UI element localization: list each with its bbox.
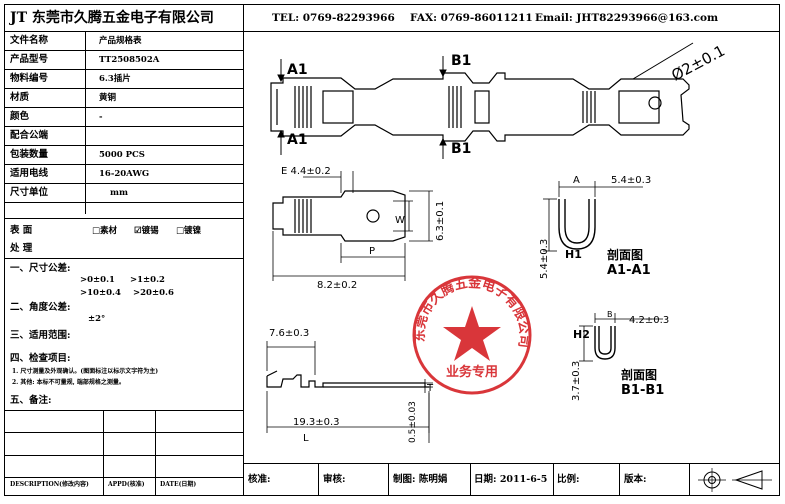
dimension-5-4-side: 5.4±0.3: [539, 239, 550, 279]
section-a1-profile: [558, 199, 596, 250]
dimension-7-6: 7.6±0.3: [269, 328, 309, 339]
company-stamp: 东莞市久腾五金电子有限公司 业务专用: [412, 275, 532, 395]
note-angle-tol: ±2°: [88, 314, 106, 324]
note-check-2: 2. 其他: 本标不可量规, 端部规格之测量。: [12, 379, 125, 386]
terminal-side-view: [266, 370, 429, 388]
note-remark-title: 五、备注:: [10, 395, 52, 406]
label-h1: H1: [565, 248, 582, 261]
section1-title: 剖面图: [607, 247, 643, 262]
spec-value-wire: 16-20AWG: [99, 169, 150, 179]
spec-value-model: TT2508502A: [99, 55, 160, 65]
dimension-4-2: 4.2±0.3: [629, 315, 669, 326]
surface-option-nickel: □镀镍: [176, 226, 202, 236]
note-dim-tol-3: >10±0.4: [80, 288, 121, 298]
spec-col-divider: [85, 31, 86, 214]
company-name: JT 东莞市久腾五金电子有限公司: [10, 10, 214, 26]
spec-label-color: 颜色: [10, 111, 30, 122]
section-a1-top: A1: [287, 62, 308, 78]
surface-option-tin: ☑镀锡: [134, 226, 159, 236]
note-dim-tol-2: >1±0.2: [130, 275, 165, 285]
dimension-l: L: [303, 433, 309, 444]
footer-scale: 比例:: [557, 474, 580, 485]
dimension-b: B: [607, 310, 613, 319]
dimension-a: A: [573, 175, 580, 186]
surface-option-raw: □素材: [92, 226, 118, 236]
dimension-t: T: [426, 383, 434, 394]
dimension-8-2: 8.2±0.2: [317, 280, 357, 291]
section1-name: A1-A1: [607, 263, 651, 278]
spec-label-material-no: 物料编号: [10, 73, 49, 84]
stamp-bottom-text: 业务专用: [446, 364, 498, 380]
note-angle-title: 二、角度公差:: [10, 302, 71, 313]
left-panel-divider: [243, 4, 244, 496]
spec-label-packing: 包装数量: [10, 149, 49, 160]
dimension-w: W: [395, 215, 405, 226]
dimension-5-4-top: 5.4±0.3: [611, 175, 651, 186]
note-standard-title: 三、适用范围:: [10, 330, 71, 341]
spec-label-material: 材质: [10, 92, 30, 103]
note-check-1: 1. 尺寸测量及外观确认。(图面标注以标示文字符为主): [12, 368, 159, 375]
footer-date: 日期: 2011-6-5: [474, 474, 548, 485]
revision-appd-header: APPD(核准): [108, 481, 145, 488]
spec-label-model: 产品型号: [10, 54, 49, 65]
section2-title: 剖面图: [621, 367, 657, 382]
dimension-6-3: 6.3±0.1: [435, 201, 446, 241]
label-h2: H2: [573, 328, 590, 341]
spec-label-filename: 文件名称: [10, 35, 49, 46]
dimension-3-7: 3.7±0.3: [571, 361, 582, 401]
section2-name: B1-B1: [621, 383, 664, 398]
header-divider: [4, 31, 780, 32]
footer-approve: 核准:: [248, 474, 271, 485]
email-text: Email: JHT82293966@163.com: [535, 12, 719, 24]
terminal-top-view: [272, 190, 406, 242]
spec-label-wire: 适用电线: [10, 168, 49, 179]
star-icon: [443, 306, 501, 361]
footer-review: 审核:: [323, 474, 346, 485]
sheet-border: [4, 4, 780, 496]
crimp-ridges-mid: [448, 86, 462, 128]
revision-description-header: DESCRIPTION(修改内容): [10, 481, 89, 488]
terminal-drawing: A1 A1 B1 B1 Ø2±0.1 E 4.4±0.2 W 6.3±0.1: [266, 42, 728, 444]
spec-value-color: -: [99, 112, 103, 122]
spec-value-packing: 5000 PCS: [99, 150, 145, 160]
hole-circle: [648, 96, 662, 110]
revision-date-header: DATE(日期): [160, 481, 197, 488]
section-b1-top: B1: [451, 53, 471, 69]
footer-drawn: 制图: 陈明娟: [393, 474, 448, 485]
section-b1-profile: [594, 326, 616, 360]
spec-value-material-no: 6.3插片: [99, 74, 131, 84]
projection-symbol-icon: [698, 468, 772, 492]
spec-label-mating: 配合公端: [10, 130, 49, 141]
tel-text: TEL: 0769-82293966: [272, 12, 395, 24]
section-b1-bottom: B1: [451, 141, 471, 157]
crimp-ridges-left: [294, 86, 312, 128]
dimension-p: P: [369, 246, 375, 257]
spec-value-material: 黄铜: [99, 93, 117, 103]
section-a1-bottom: A1: [287, 132, 308, 148]
footer-version: 版本:: [624, 474, 647, 485]
hole-dimension: Ø2±0.1: [668, 42, 727, 85]
spec-value-unit: mm: [110, 188, 128, 198]
spec-label-unit: 尺寸单位: [10, 187, 49, 198]
crimp-ridges-right: [582, 91, 596, 123]
dimension-19-3: 19.3±0.3: [293, 417, 340, 428]
surface-label-1: 表 面: [10, 225, 33, 236]
note-check-title: 四、检查项目:: [10, 353, 71, 364]
note-dim-tol-1: >0±0.1: [80, 275, 115, 285]
carrier-strip-outline: [270, 72, 690, 142]
dimension-0-5: 0.5±0.03: [408, 401, 418, 443]
dimension-e: E 4.4±0.2: [281, 166, 331, 177]
surface-label-2: 处 理: [10, 243, 33, 254]
fax-text: FAX: 0769-86011211: [410, 12, 533, 24]
note-dim-title: 一、尺寸公差:: [10, 263, 71, 274]
spec-value-filename: 产品规格表: [99, 36, 142, 46]
note-dim-tol-4: >20±0.6: [133, 288, 174, 298]
